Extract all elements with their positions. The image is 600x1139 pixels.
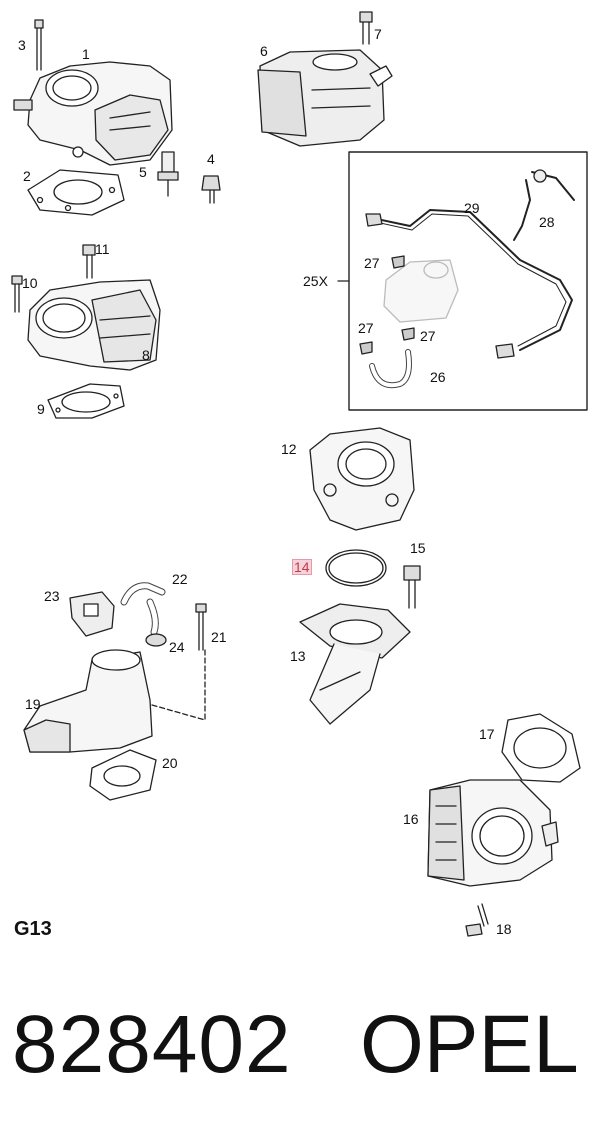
throttle-assembly-part-19 — [23, 649, 206, 753]
bolt-part-21 — [195, 603, 207, 651]
gasket-part-20 — [89, 749, 157, 801]
callout-18: 18 — [496, 921, 512, 937]
callout-27-right: 27 — [420, 328, 436, 344]
brand-name: OPEL — [360, 999, 579, 1090]
callout-11: 11 — [95, 241, 110, 257]
callout-25x: 25X — [303, 273, 328, 289]
callout-14-highlighted: 14 — [292, 559, 312, 575]
bolt-part-7 — [359, 11, 373, 45]
gasket-part-9 — [47, 383, 125, 419]
callout-26: 26 — [430, 369, 446, 385]
callout-21: 21 — [211, 629, 227, 645]
callout-10: 10 — [22, 275, 38, 291]
callout-6: 6 — [260, 43, 268, 59]
throttle-body-part-1 — [13, 61, 173, 166]
bolt-part-10 — [11, 275, 23, 313]
callout-22: 22 — [172, 571, 188, 587]
hose-part-22 — [120, 582, 166, 636]
throttle-housing-part-12 — [309, 427, 415, 531]
callout-27-left: 27 — [358, 320, 374, 336]
callout-24: 24 — [169, 639, 185, 655]
callout-2: 2 — [23, 168, 31, 184]
callout-9: 9 — [37, 401, 45, 417]
throttle-body-part-8 — [27, 279, 161, 371]
bolt-part-15 — [403, 565, 421, 609]
bracket-part-23 — [69, 591, 115, 637]
callout-19: 19 — [25, 696, 41, 712]
throttle-body-part-16 — [427, 779, 559, 887]
callout-20: 20 — [162, 755, 178, 771]
callout-1: 1 — [82, 46, 90, 62]
o-ring-part-14 — [325, 549, 387, 587]
bolt-part-11 — [82, 244, 96, 279]
throttle-body-part-6 — [257, 49, 393, 147]
callout-17: 17 — [479, 726, 495, 742]
callout-3: 3 — [18, 37, 26, 53]
callout-23: 23 — [44, 588, 60, 604]
kit-box-25x — [337, 151, 588, 411]
bolt-part-18 — [465, 903, 489, 937]
section-code: G13 — [14, 918, 52, 940]
callout-7: 7 — [374, 26, 382, 42]
callout-4: 4 — [207, 151, 215, 167]
part-number: 828402 — [12, 999, 292, 1090]
bolt-part-3 — [34, 19, 44, 71]
elbow-adapter-part-13 — [299, 603, 411, 725]
bolt-part-4 — [201, 175, 221, 204]
gasket-part-2 — [27, 169, 125, 216]
callout-15: 15 — [410, 540, 426, 556]
gasket-part-17 — [501, 713, 581, 783]
callout-27-upper: 27 — [364, 255, 380, 271]
callout-5: 5 — [139, 164, 147, 180]
sensor-part-5 — [157, 151, 179, 197]
callout-29: 29 — [464, 200, 480, 216]
clamp-part-24 — [145, 633, 167, 647]
callout-12: 12 — [281, 441, 297, 457]
callout-28: 28 — [539, 214, 555, 230]
callout-13: 13 — [290, 648, 306, 664]
callout-8: 8 — [142, 347, 150, 363]
callout-16: 16 — [403, 811, 419, 827]
